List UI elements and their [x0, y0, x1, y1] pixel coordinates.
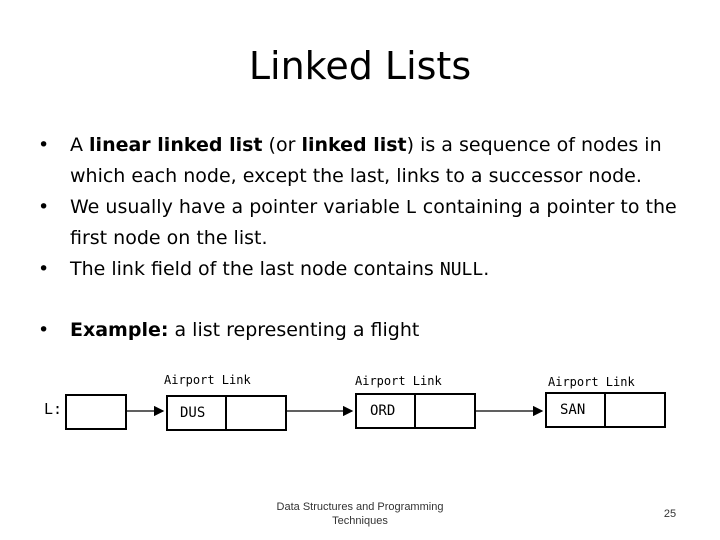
airport-code: ORD [370, 403, 396, 419]
bullet-dot: • [38, 319, 50, 341]
pointer-variable-label: L: [44, 400, 63, 418]
text-run: a list representing a flight [168, 319, 420, 341]
bullet-dot: • [38, 258, 50, 280]
text-run: . [483, 258, 490, 280]
bold-term: linked list [301, 134, 407, 156]
bullet-text: Example: a list representing a flight [70, 319, 419, 341]
airport-code: DUS [180, 405, 206, 421]
bullet-text: A linear linked list (or linked list) is… [70, 134, 662, 187]
slide-title: Linked Lists [248, 44, 472, 88]
node-field-labels: Airport Link [548, 375, 635, 389]
text-run: We usually have a pointer variable [70, 196, 406, 218]
link-field-box [414, 393, 476, 429]
code-term: NULL [439, 259, 484, 280]
airport-field-box [545, 392, 606, 428]
text-run: containing a pointer to the first node o… [70, 196, 677, 249]
text-run: ) is a sequence of nodes in which each n… [70, 134, 662, 187]
text-run: A [70, 134, 90, 156]
airport-field-box [166, 395, 227, 431]
bullet-item: • The link field of the last node contai… [38, 254, 678, 285]
footer-text: Data Structures and Programming Techniqu… [276, 501, 444, 527]
bullet-item: • Example: a list representing a flight [38, 315, 678, 346]
bullet-dot: • [38, 196, 50, 218]
page-number: 25 [663, 508, 677, 520]
airport-code: SAN [560, 402, 586, 418]
bullet-list: • A linear linked list (or linked list) … [38, 130, 678, 346]
link-field-box [604, 392, 666, 428]
text-run: (or [262, 134, 302, 156]
node-field-labels: Airport Link [164, 373, 251, 387]
pointer-variable-box [65, 394, 127, 430]
bullet-text: We usually have a pointer variable L con… [70, 196, 677, 249]
bold-term: linear linked list [89, 134, 263, 156]
bullet-text: The link field of the last node contains… [70, 258, 489, 280]
bold-term: Example: [70, 319, 169, 341]
text-run: The link field of the last node contains [70, 258, 440, 280]
linked-list-diagram: L: Airport Link DUS Airport Link ORD Air… [0, 360, 720, 470]
link-field-box [225, 395, 287, 431]
code-term: L [405, 197, 417, 218]
bullet-dot: • [38, 134, 50, 156]
bullet-item: • We usually have a pointer variable L c… [38, 192, 678, 254]
node-field-labels: Airport Link [355, 374, 442, 388]
bullet-item: • A linear linked list (or linked list) … [38, 130, 678, 192]
